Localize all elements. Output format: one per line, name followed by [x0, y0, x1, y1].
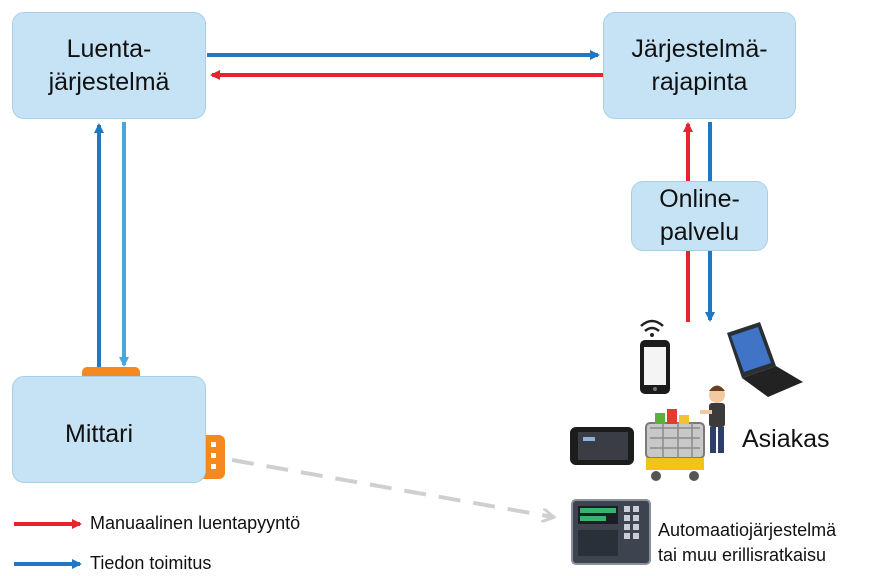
legend-manual-request-label: Manuaalinen luentapyyntö: [90, 513, 301, 533]
dashed-link-meter-to-automation: [231, 458, 553, 517]
legend-data-delivery-label: Tiedon toimitus: [90, 553, 212, 573]
meter-box: Mittari: [12, 376, 206, 483]
smartphone-icon: [640, 340, 670, 394]
wireless-icon: [640, 319, 664, 337]
laptop-icon: [727, 322, 803, 397]
control-panel-icon: [571, 499, 651, 565]
customer-label: Asiakas: [742, 425, 830, 453]
system-interface-box: Järjestelmä- rajapinta: [603, 12, 796, 119]
reading-system-box: Luenta- järjestelmä: [12, 12, 206, 119]
tablet-icon: [570, 427, 634, 465]
shopper-icon: [645, 385, 725, 481]
automation-label: Automaatiojärjestelmä tai muu erillisrat…: [658, 520, 837, 565]
online-service-box: Online- palvelu: [631, 181, 768, 251]
